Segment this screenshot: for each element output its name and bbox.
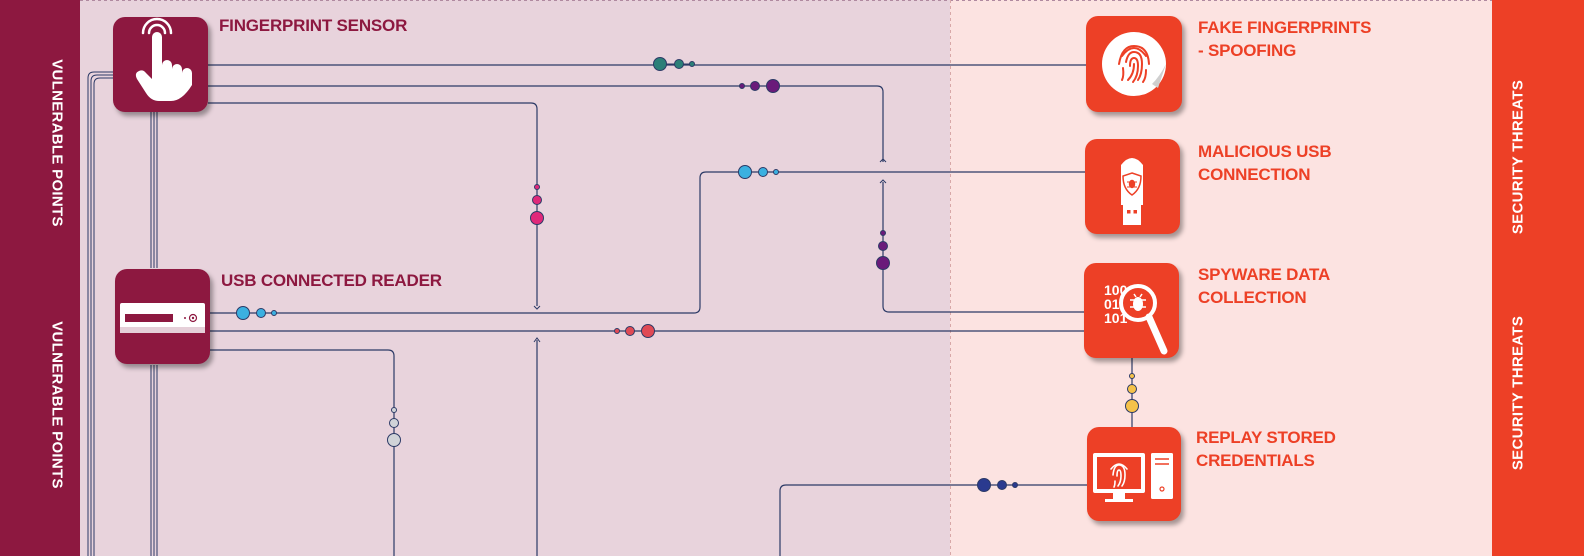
- dot-teal-small: [689, 61, 695, 67]
- dot-red-small: [614, 328, 620, 334]
- dot-yellow-small: [1129, 373, 1135, 379]
- spyware-line1: SPYWARE DATA: [1198, 265, 1331, 284]
- connector-dots: [236, 57, 1139, 492]
- dot-cyan-small: [773, 169, 779, 175]
- dot-cyan-medium: [758, 167, 768, 177]
- dot-grey-small: [391, 407, 397, 413]
- dot-navy-large: [977, 478, 991, 492]
- spyware-line2: COLLECTION: [1198, 288, 1307, 307]
- dot-cyan-2-small: [271, 310, 277, 316]
- dot-purple-medium: [750, 81, 760, 91]
- dot-navy-small: [1012, 482, 1018, 488]
- dot-magenta-medium: [532, 195, 542, 205]
- spyware-label: SPYWARE DATA COLLECTION: [1198, 263, 1330, 309]
- dot-magenta-small: [534, 184, 540, 190]
- usb-reader-label: USB CONNECTED READER: [221, 271, 442, 290]
- binary-text-row-2: 01: [1104, 296, 1120, 312]
- dot-cyan-2-large: [236, 306, 250, 320]
- fake-fingerprints-line2: - SPOOFING: [1198, 41, 1297, 60]
- replay-credentials-line1: REPLAY STORED: [1196, 428, 1336, 447]
- dot-teal-medium: [674, 59, 684, 69]
- dot-cyan-large: [738, 165, 752, 179]
- dot-red-medium: [625, 326, 635, 336]
- wire-sensor-down-1: [208, 85, 884, 162]
- security-threats-zone: [950, 0, 1492, 556]
- computer-fingerprint-icon: [1093, 453, 1173, 502]
- dot-yellow-large: [1125, 399, 1139, 413]
- wires: [208, 64, 1133, 556]
- wire-reader-usb: [210, 171, 1088, 314]
- malicious-usb-label: MALICIOUS USB CONNECTION: [1198, 140, 1332, 186]
- spyware-tile[interactable]: 100 01 101: [1084, 263, 1179, 358]
- wire-sensor-down-2: [208, 102, 538, 306]
- dot-magenta-large: [530, 211, 544, 225]
- replay-credentials-line2: CREDENTIALS: [1196, 451, 1315, 470]
- dot-purple-v-small: [880, 230, 886, 236]
- malicious-usb-tile[interactable]: [1085, 139, 1180, 234]
- vulnerable-points-band: VULNERABLE POINTS VULNERABLE POINTS: [0, 0, 80, 556]
- dot-grey-large: [387, 433, 401, 447]
- fake-fingerprints-line1: FAKE FINGERPRINTS: [1198, 18, 1372, 37]
- wire-reader-down: [210, 349, 395, 556]
- usb-reader-tile[interactable]: [115, 269, 210, 364]
- security-threats-band: SECURITY THREATS SECURITY THREATS: [1492, 0, 1584, 556]
- malicious-usb-line1: MALICIOUS USB: [1198, 142, 1332, 161]
- dot-navy-medium: [997, 480, 1007, 490]
- fingerprint-sticker-icon: [1102, 32, 1166, 96]
- binary-text-row-3: 101: [1104, 310, 1128, 326]
- cable-bundle: [87, 71, 158, 556]
- binary-magnifier-bug-icon: 100 01 101: [1104, 282, 1168, 355]
- fake-fingerprints-label: FAKE FINGERPRINTS - SPOOFING: [1198, 16, 1371, 62]
- crossover-caps: [533, 158, 887, 343]
- vulnerable-points-zone: [80, 0, 950, 556]
- wire-spyware: [882, 182, 1084, 313]
- usb-bug-icon: [1121, 158, 1143, 225]
- dot-red-large: [641, 324, 655, 338]
- wire-replay: [779, 484, 1087, 556]
- dot-yellow-medium: [1127, 384, 1137, 394]
- replay-credentials-tile[interactable]: [1087, 427, 1181, 521]
- dot-purple-v-large: [876, 256, 890, 270]
- replay-credentials-label: REPLAY STORED CREDENTIALS: [1196, 426, 1336, 472]
- dot-purple-v-medium: [878, 241, 888, 251]
- fingerprint-sensor-tile[interactable]: [113, 17, 208, 112]
- dot-teal-large: [653, 57, 667, 71]
- dot-cyan-2-medium: [256, 308, 266, 318]
- malicious-usb-line2: CONNECTION: [1198, 165, 1311, 184]
- dot-purple-large: [766, 79, 780, 93]
- fake-fingerprints-tile[interactable]: [1086, 16, 1182, 112]
- card-reader-icon: [120, 303, 205, 333]
- pointing-hand-icon: [135, 17, 192, 101]
- dot-purple-small: [739, 83, 745, 89]
- fingerprint-sensor-label: FINGERPRINT SENSOR: [219, 16, 408, 35]
- dot-grey-medium: [389, 418, 399, 428]
